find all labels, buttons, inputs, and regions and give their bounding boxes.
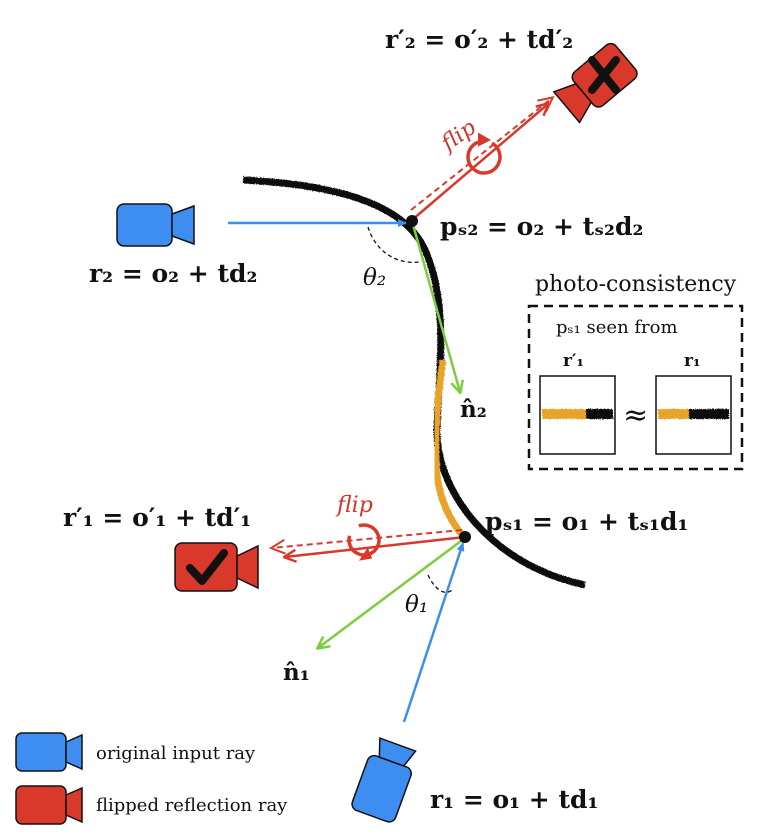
legend: original input ray flipped reflection ra…	[15, 732, 288, 825]
label-theta2: θ₂	[363, 265, 386, 291]
label-r1p-eq: r′₁ = o′₁ + td′₁	[63, 503, 251, 532]
flipped-ray-r1p	[268, 529, 463, 555]
legend-camera-red-icon	[15, 785, 83, 825]
inset-right-label: r₁	[684, 351, 700, 371]
label-ps2-eq: pₛ₂ = o₂ + tₛ₂d₂	[440, 212, 643, 241]
flipped-ray-r2p	[410, 95, 555, 211]
label-r1-eq: r₁ = o₁ + td₁	[430, 785, 598, 814]
highlight-segment	[432, 359, 465, 538]
flip-rotation-icon-top	[466, 132, 502, 175]
label-theta1: θ₁	[405, 592, 428, 618]
inset-right-orange-strip	[658, 409, 690, 419]
reflection-ray-r2p	[411, 104, 548, 221]
camera-r2-icon	[116, 203, 195, 247]
flip-label-bottom: flip	[335, 493, 373, 518]
inset-left-black-strip	[586, 409, 613, 419]
inset-left-orange-strip	[542, 409, 587, 419]
inset-left-label: r′₁	[563, 351, 584, 371]
photo-consistency-inset: photo-consistency pₛ₁ seen from r′₁ r₁ ≈	[527, 272, 744, 471]
inset-approx: ≈	[623, 398, 648, 433]
reflection-ray-r1p	[285, 535, 466, 557]
ray-r1	[402, 542, 465, 723]
cross-icon	[588, 56, 620, 94]
label-n2: n̂₂	[460, 396, 487, 423]
flip-label-top: flip	[435, 115, 480, 157]
flip-rotation-icon-bottom	[347, 523, 381, 561]
camera-r1-icon	[351, 737, 417, 823]
label-r2p-eq: r′₂ = o′₂ + td′₂	[385, 25, 573, 54]
label-n1: n̂₁	[283, 659, 310, 686]
angle-theta1-arc	[427, 574, 453, 593]
label-ps1-eq: pₛ₁ = o₁ + tₛ₁d₁	[485, 507, 688, 536]
label-r2-eq: r₂ = o₂ + td₂	[89, 259, 257, 288]
normal-n2	[410, 220, 460, 392]
point-ps2	[406, 215, 418, 227]
inset-title: photo-consistency	[535, 272, 737, 297]
point-ps1	[459, 531, 471, 543]
inset-subtitle: pₛ₁ seen from	[556, 317, 678, 338]
inset-right-black-strip	[689, 409, 729, 419]
normal-n1	[318, 536, 466, 648]
check-icon	[186, 549, 228, 585]
surface-curve	[242, 176, 586, 589]
legend-camera-blue-icon	[15, 732, 83, 772]
legend-item-original: original input ray	[96, 743, 256, 764]
legend-item-flipped: flipped reflection ray	[96, 795, 288, 816]
inset-dashed-box	[527, 304, 744, 471]
